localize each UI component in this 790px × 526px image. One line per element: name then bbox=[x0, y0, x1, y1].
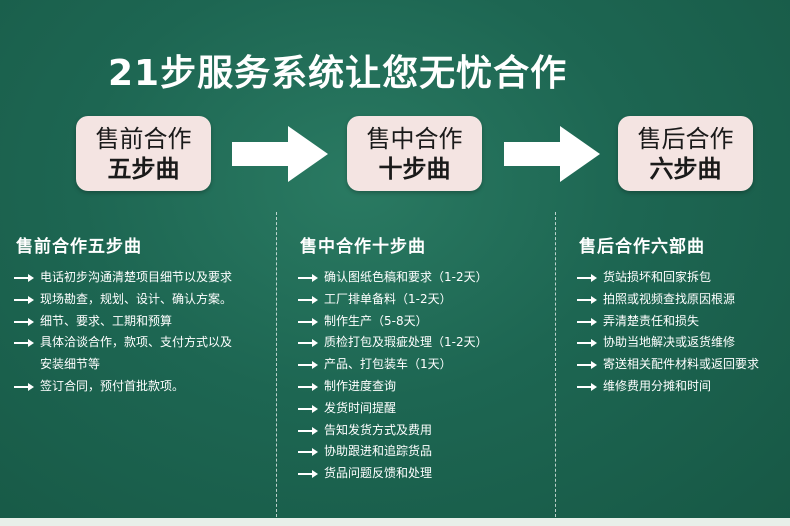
column-after-sale: 售后合作六部曲 货站损坏和回家拆包 拍照或视频查找原因根源 弄清楚责任和损失 协… bbox=[577, 232, 759, 398]
list-item-text: 现场勘查，规划、设计、确认方案。 bbox=[40, 291, 233, 306]
bullet-arrow-icon bbox=[298, 339, 318, 348]
list-item: 弄清楚责任和损失 bbox=[577, 311, 759, 333]
bullet-arrow-icon bbox=[14, 339, 34, 348]
list-item-text: 制作进度查询 bbox=[324, 378, 397, 393]
list-item: 协助跟进和追踪货品 bbox=[298, 441, 488, 463]
stage-title: 售前合作 bbox=[95, 124, 192, 153]
bullet-arrow-icon bbox=[14, 295, 34, 304]
list-item-text: 弄清楚责任和损失 bbox=[603, 313, 700, 328]
list-item: 工厂排单备料（1-2天） bbox=[298, 289, 488, 311]
list-item-text: 制作生产（5-8天） bbox=[324, 313, 428, 328]
stage-title: 售中合作 bbox=[366, 124, 463, 153]
column-pre-sale: 售前合作五步曲 电话初步沟通清楚项目细节以及要求 现场勘查，规划、设计、确认方案… bbox=[14, 232, 232, 398]
list-item: 寄送相关配件材料或返回要求 bbox=[577, 354, 759, 376]
column-heading: 售中合作十步曲 bbox=[300, 237, 426, 257]
list-item-text: 协助当地解决或返货维修 bbox=[603, 335, 736, 350]
flow-arrow-icon bbox=[232, 126, 328, 182]
list-item-text: 维修费用分摊和时间 bbox=[603, 378, 712, 393]
bottom-strip bbox=[0, 518, 790, 526]
list-item-text: 告知发货方式及费用 bbox=[324, 422, 433, 437]
list-item-text: 拍照或视频查找原因根源 bbox=[603, 291, 736, 306]
bullet-arrow-icon bbox=[298, 274, 318, 282]
list-item: 签订合同，预付首批款项。 bbox=[14, 376, 232, 398]
bullet-arrow-icon bbox=[298, 361, 318, 370]
list-item: 拍照或视频查找原因根源 bbox=[577, 289, 759, 311]
list-item: 产品、打包装车（1天） bbox=[298, 354, 488, 376]
stage-title: 售后合作 bbox=[637, 124, 734, 153]
bullet-arrow-icon bbox=[14, 274, 34, 282]
list-item: 现场勘查，规划、设计、确认方案。 bbox=[14, 289, 232, 311]
list-item: 确认图纸色稿和要求（1-2天） bbox=[298, 267, 488, 289]
list-item-text-continued: 安装细节等 bbox=[40, 357, 101, 372]
list-item-text: 细节、要求、工期和预算 bbox=[40, 313, 173, 328]
list-item-text: 产品、打包装车（1天） bbox=[324, 357, 452, 372]
stage-subtitle: 六步曲 bbox=[649, 154, 722, 183]
stage-subtitle: 十步曲 bbox=[378, 154, 451, 183]
bullet-arrow-icon bbox=[298, 404, 318, 413]
bullet-arrow-icon bbox=[14, 317, 34, 326]
bullet-arrow-icon bbox=[577, 274, 597, 282]
bullet-arrow-icon bbox=[298, 448, 318, 457]
stage-card-after-sale: 售后合作 六步曲 bbox=[618, 116, 753, 191]
list-item: 制作生产（5-8天） bbox=[298, 311, 488, 333]
flow-arrow-icon bbox=[504, 126, 600, 182]
list-item-text: 货品问题反馈和处理 bbox=[324, 466, 433, 481]
page-title: 21步服务系统让您无忧合作 bbox=[108, 53, 568, 94]
list-item: 电话初步沟通清楚项目细节以及要求 bbox=[14, 267, 232, 289]
list-item: 货品问题反馈和处理 bbox=[298, 463, 488, 485]
list-item-text: 具体洽谈合作，款项、支付方式以及 bbox=[40, 335, 233, 350]
list-item-text: 质检打包及瑕疵处理（1-2天） bbox=[324, 335, 488, 350]
bullet-arrow-icon bbox=[298, 426, 318, 435]
list-item-text: 确认图纸色稿和要求（1-2天） bbox=[324, 270, 488, 284]
list-item-text: 电话初步沟通清楚项目细节以及要求 bbox=[40, 270, 233, 284]
list-item: 细节、要求、工期和预算 bbox=[14, 311, 232, 333]
list-item-text: 签订合同，预付首批款项。 bbox=[40, 378, 185, 393]
column-heading: 售前合作五步曲 bbox=[16, 237, 142, 257]
list-item: 具体洽谈合作，款项、支付方式以及安装细节等 bbox=[14, 332, 232, 376]
list-item: 制作进度查询 bbox=[298, 376, 488, 398]
list-item-text: 货站损坏和回家拆包 bbox=[603, 270, 712, 284]
list-item: 货站损坏和回家拆包 bbox=[577, 267, 759, 289]
bullet-arrow-icon bbox=[577, 295, 597, 304]
bullet-arrow-icon bbox=[298, 295, 318, 304]
bullet-arrow-icon bbox=[298, 382, 318, 391]
stage-card-in-sale: 售中合作 十步曲 bbox=[347, 116, 482, 191]
column-divider bbox=[555, 212, 556, 517]
stage-card-pre-sale: 售前合作 五步曲 bbox=[76, 116, 211, 191]
column-in-sale: 售中合作十步曲 确认图纸色稿和要求（1-2天） 工厂排单备料（1-2天） 制作生… bbox=[298, 232, 488, 485]
list-item: 告知发货方式及费用 bbox=[298, 420, 488, 442]
list-item: 维修费用分摊和时间 bbox=[577, 376, 759, 398]
list-item: 质检打包及瑕疵处理（1-2天） bbox=[298, 332, 488, 354]
list-item: 协助当地解决或返货维修 bbox=[577, 332, 759, 354]
bullet-arrow-icon bbox=[14, 382, 34, 391]
bullet-arrow-icon bbox=[577, 317, 597, 326]
column-heading: 售后合作六部曲 bbox=[579, 237, 705, 257]
list-item-text: 工厂排单备料（1-2天） bbox=[324, 291, 452, 306]
bullet-arrow-icon bbox=[577, 339, 597, 348]
bullet-arrow-icon bbox=[577, 361, 597, 370]
bullet-arrow-icon bbox=[298, 317, 318, 326]
list-item-text: 寄送相关配件材料或返回要求 bbox=[603, 357, 760, 372]
list-item-text: 发货时间提醒 bbox=[324, 400, 397, 415]
bullet-arrow-icon bbox=[577, 382, 597, 391]
column-divider bbox=[276, 212, 277, 517]
bullet-arrow-icon bbox=[298, 470, 318, 479]
stage-subtitle: 五步曲 bbox=[107, 154, 180, 183]
list-item-text: 协助跟进和追踪货品 bbox=[324, 444, 433, 459]
list-item: 发货时间提醒 bbox=[298, 398, 488, 420]
